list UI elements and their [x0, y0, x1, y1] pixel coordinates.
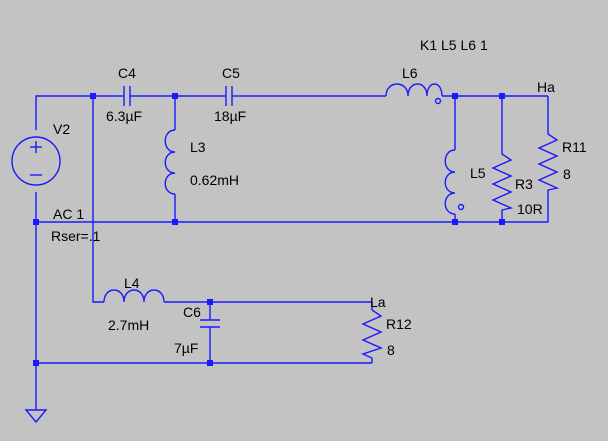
junction — [207, 360, 213, 366]
capacitor-c6[interactable] — [200, 319, 220, 334]
capacitor-c5[interactable] — [225, 86, 240, 106]
v2-param-label: Rser=.1 — [51, 228, 101, 244]
junction — [452, 93, 458, 99]
r11-value-label: 8 — [563, 166, 571, 182]
resistor-r12[interactable] — [361, 309, 383, 359]
c6-name-label: C6 — [183, 304, 201, 320]
voltage-source-v2[interactable] — [11, 136, 61, 186]
inductor-l4[interactable] — [103, 289, 165, 303]
inductor-dot — [457, 203, 465, 211]
l6-name-label: L6 — [402, 65, 418, 81]
junction — [452, 219, 458, 225]
inductor-l5[interactable] — [444, 149, 465, 215]
resistor-r11[interactable] — [537, 130, 560, 194]
voltage-source-symbol — [11, 136, 61, 186]
l3-name-label: L3 — [190, 139, 206, 155]
wire-top-left — [35, 95, 117, 130]
l4-value-label: 2.7mH — [108, 317, 149, 333]
labels: K1 L5 L6 1 Ha La V2 AC 1 Rser=.1 C4 6.3µ… — [51, 37, 587, 358]
l3-value-label: 0.62mH — [190, 172, 239, 188]
v2-name-label: V2 — [53, 121, 70, 137]
r3-value-label: 10R — [517, 201, 543, 217]
c5-name-label: C5 — [222, 65, 240, 81]
v2-value-label: AC 1 — [53, 206, 84, 222]
wire-l4-feed — [92, 96, 104, 303]
junction — [90, 93, 96, 99]
net-label-la: La — [370, 294, 386, 310]
c6-value-label: 7µF — [174, 340, 198, 356]
resistor-r3[interactable] — [491, 150, 514, 214]
ground-icon — [24, 409, 48, 424]
coupling-directive: K1 L5 L6 1 — [420, 37, 488, 53]
inductor-l6[interactable] — [385, 83, 443, 105]
net-label-ha: Ha — [537, 79, 555, 95]
l5-name-label: L5 — [470, 165, 486, 181]
junction — [499, 219, 505, 225]
r3-name-label: R3 — [515, 176, 533, 192]
capacitor-c4[interactable] — [117, 86, 136, 106]
junction — [499, 93, 505, 99]
inductor-dot — [434, 97, 442, 105]
junction — [33, 219, 39, 225]
l4-name-label: L4 — [124, 275, 140, 291]
junction — [207, 299, 213, 305]
wire-return — [36, 194, 549, 223]
inductor-l3[interactable] — [164, 129, 176, 195]
junction — [172, 219, 178, 225]
c4-value-label: 6.3µF — [106, 108, 142, 124]
r12-name-label: R12 — [386, 316, 412, 332]
r11-name-label: R11 — [562, 139, 587, 155]
wires — [35, 95, 549, 410]
r12-value-label: 8 — [387, 342, 395, 358]
c4-name-label: C4 — [118, 65, 136, 81]
wire-la-net — [210, 301, 373, 310]
c5-value-label: 18µF — [214, 108, 246, 124]
junctions — [33, 93, 505, 366]
junction — [172, 93, 178, 99]
junction — [33, 360, 39, 366]
